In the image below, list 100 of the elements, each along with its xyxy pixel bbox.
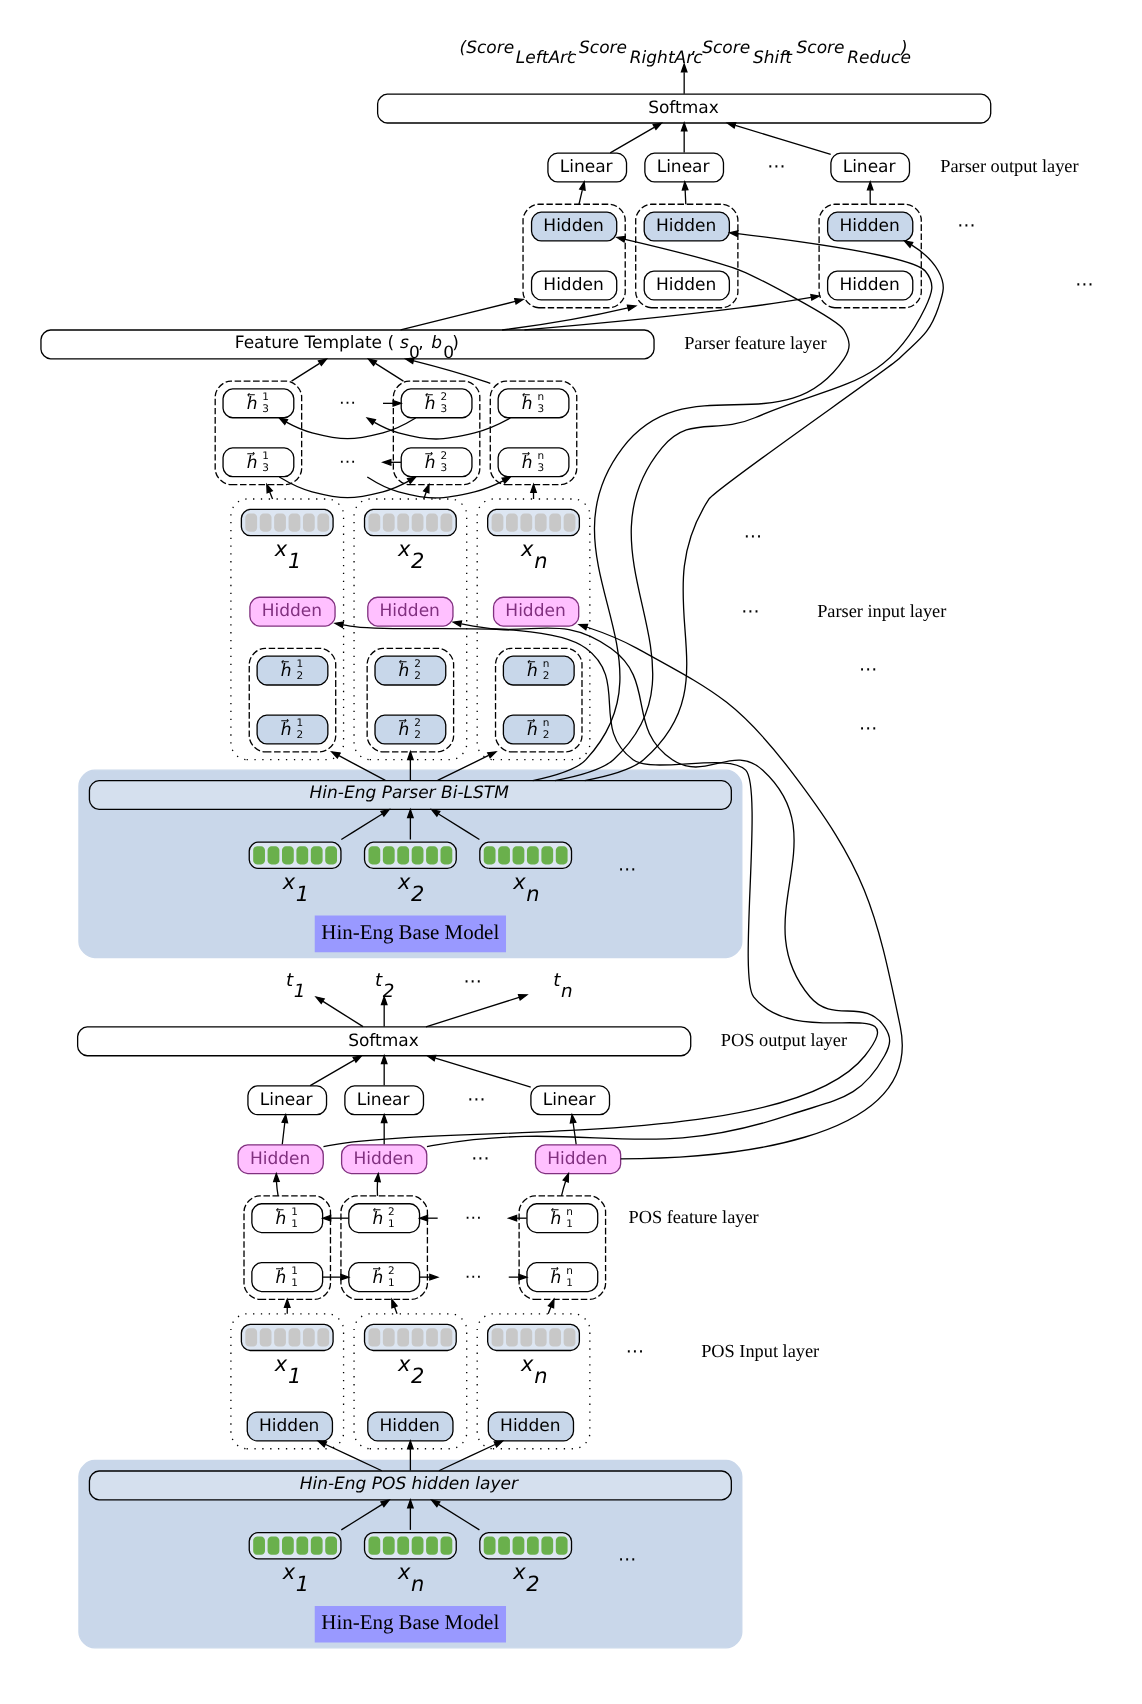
arrow [330, 749, 387, 781]
arrow [391, 1296, 399, 1314]
node-box: Hidden [534, 1143, 622, 1174]
label: ⋯ [467, 1088, 486, 1111]
arrow [403, 356, 491, 384]
arrow [547, 1296, 555, 1314]
node-box: Hidden [249, 595, 336, 626]
node-box: Linear [830, 151, 911, 182]
arrow [569, 1111, 577, 1144]
label: ⋯ [741, 599, 760, 622]
label: Parser input layer [817, 599, 947, 620]
node-box: Linear [247, 1084, 328, 1115]
arrow [278, 475, 418, 498]
node-box: Hidden [340, 1143, 428, 1174]
node-box: Hidden [643, 269, 731, 300]
cluster [248, 646, 337, 752]
arrow [426, 619, 891, 1147]
cluster [366, 646, 455, 752]
arrow [422, 481, 430, 499]
arrow [609, 121, 664, 153]
label: POS Input layer [701, 1339, 820, 1360]
node-text: ⋯ [338, 392, 356, 413]
node-box: Hin-Eng Parser Bi-LSTM [88, 779, 732, 810]
arrow [429, 807, 481, 840]
arrow [560, 1170, 570, 1196]
arrow [406, 1437, 415, 1471]
arrow [266, 481, 274, 499]
label: ⋯ [618, 1547, 637, 1570]
node-box: Hin-Eng POS hidden layer [88, 1469, 732, 1500]
arrow [680, 120, 688, 153]
arrow [316, 1439, 383, 1471]
arrow [380, 993, 388, 1027]
label: ⋯ [743, 524, 763, 547]
label: Parser output layer [940, 155, 1079, 176]
arrow [406, 748, 415, 781]
arrow [340, 807, 391, 840]
arrow [436, 749, 498, 781]
arrow [272, 1170, 281, 1196]
node-box: Hidden [487, 1410, 575, 1441]
arrow [290, 356, 329, 381]
label: POS feature layer [628, 1206, 759, 1227]
node-box: Linear [530, 1084, 611, 1115]
arrow [680, 61, 688, 94]
arrow [523, 292, 822, 330]
node-box: Linear [344, 1084, 425, 1115]
arrow [725, 120, 832, 154]
label: ⋯ [859, 717, 878, 740]
node-box: Hidden [826, 210, 914, 241]
label: ⋯ [767, 155, 786, 178]
label: ⋯ [463, 970, 482, 993]
label: ⋯ [859, 658, 878, 681]
arrow [314, 994, 364, 1027]
node-box: Softmax [77, 1025, 692, 1056]
node-box: Softmax [376, 92, 992, 123]
node-box: Hidden [530, 210, 618, 241]
arrow [501, 303, 638, 330]
arrow [419, 1272, 440, 1280]
arrow [366, 475, 513, 498]
node-box: Hidden [826, 269, 914, 300]
node-box: Hidden [492, 595, 580, 626]
arrow [322, 620, 879, 1147]
arrow [438, 1439, 505, 1471]
arrow [578, 179, 586, 204]
label: ⋯ [618, 857, 637, 880]
node-box: Linear [547, 151, 628, 182]
arrow [425, 1053, 532, 1087]
arrow [399, 296, 525, 330]
arrow [309, 1053, 364, 1086]
arrow [429, 1497, 481, 1530]
arrow [340, 1497, 391, 1530]
node-box: Hidden [246, 1410, 334, 1441]
cluster [214, 379, 303, 485]
node-text: ⋯ [464, 1266, 482, 1287]
arrow [577, 622, 903, 1159]
label: ⋯ [625, 1339, 645, 1362]
arrow [406, 1497, 415, 1530]
node-box: Hidden [367, 1410, 454, 1441]
node-box: Hidden [367, 595, 454, 626]
label: ⋯ [1075, 273, 1094, 296]
node-box: Hidden [237, 1143, 324, 1174]
arrow [365, 416, 512, 439]
arrow [406, 806, 415, 840]
label: POS output layer [720, 1029, 848, 1050]
arrow [508, 1272, 529, 1280]
cluster [818, 202, 922, 308]
label: ⋯ [471, 1147, 490, 1170]
cluster [494, 646, 583, 752]
node-text: ⋯ [464, 1207, 482, 1228]
arrow [425, 992, 529, 1027]
arrow [366, 356, 405, 381]
arrow [281, 1111, 289, 1144]
node-text: ⋯ [338, 451, 356, 472]
label: ⋯ [957, 214, 976, 237]
arrow [380, 1052, 388, 1085]
arrow [277, 416, 417, 439]
arrow [322, 1272, 351, 1280]
node-box: Hidden [530, 269, 618, 300]
arrow [380, 1111, 388, 1144]
node-box: Hidden [643, 210, 731, 241]
label: Parser feature layer [684, 332, 827, 353]
